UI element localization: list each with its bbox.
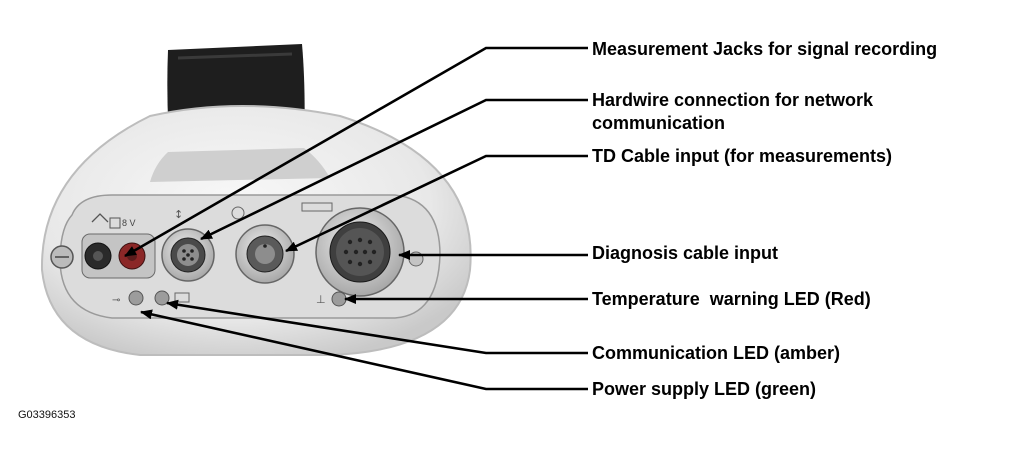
callout-td-cable: TD Cable input (for measurements) <box>592 146 893 166</box>
ground-screw <box>50 245 74 269</box>
td-cable-connector <box>231 206 295 284</box>
leader-td-cable <box>285 154 588 253</box>
svg-text:↕: ↕ <box>174 208 183 221</box>
callout-temperature-led: Temperature warning LED (Red) <box>592 289 871 309</box>
leader-lines <box>124 46 588 391</box>
callout-measurement-jacks: Measurement Jacks for signal recording <box>592 39 938 59</box>
leader-power-led <box>140 309 588 391</box>
leader-hardwire <box>200 98 588 241</box>
jack-voltage-marking: 8 V <box>122 218 136 228</box>
callout-communication-led: Communication LED (amber) <box>592 343 841 363</box>
leader-measurement-jacks <box>124 46 588 258</box>
callout-hardwire-line-2: communication <box>592 113 726 133</box>
figure-code: G03396353 <box>18 409 76 421</box>
leader-communication-led <box>166 299 588 355</box>
communication-led <box>154 290 170 306</box>
power-supply-led <box>128 290 144 306</box>
svg-text:⊸: ⊸ <box>112 295 120 306</box>
hardwire-network-connector: ↕ <box>161 208 215 282</box>
svg-text:⊥: ⊥ <box>316 293 326 306</box>
status-leds: ⊸ ⊥ <box>112 290 347 307</box>
callout-hardwire-connection: Hardwire connection for network communic… <box>592 89 873 135</box>
temperature-warning-led <box>331 291 347 307</box>
callout-diagnosis-cable: Diagnosis cable input <box>592 243 779 263</box>
diagnosis-cable-connector <box>301 202 424 297</box>
callout-hardwire-line-1: Hardwire connection for network <box>592 90 874 110</box>
callout-power-led: Power supply LED (green) <box>592 379 817 399</box>
